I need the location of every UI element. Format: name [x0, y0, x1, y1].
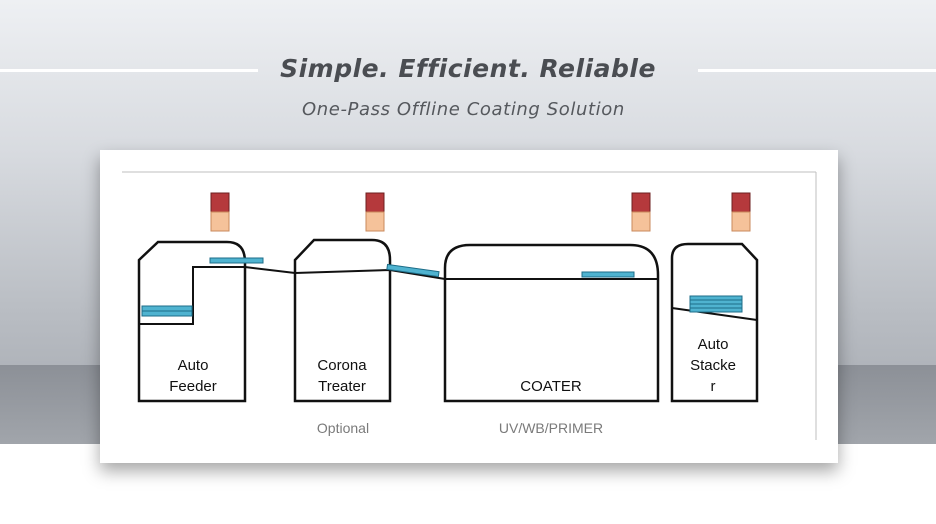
label-coater: COATER: [520, 378, 582, 395]
process-diagram: Auto Feeder Corona Treater COATER Auto S…: [122, 171, 817, 440]
signal-light-feeder: [210, 192, 230, 232]
label-feeder-line2: Feeder: [169, 378, 217, 395]
stacker-sheet-stack: [689, 295, 743, 313]
header-rule-right: [698, 69, 936, 72]
feeder-internal-path: [139, 266, 245, 325]
label-treater-line1: Corona: [317, 357, 367, 374]
headline: Simple. Efficient. Reliable: [280, 54, 656, 83]
sheet-feeder-exit: [209, 257, 264, 264]
caption-coating-types: UV/WB/PRIMER: [499, 420, 603, 436]
label-feeder-line1: Auto: [178, 357, 209, 374]
feeder-sheet-stack: [141, 305, 193, 317]
sheet-treater-exit: [386, 263, 440, 278]
coater-machine: [443, 243, 660, 403]
auto-stacker-machine: [670, 242, 759, 403]
process-diagram-card: Auto Feeder Corona Treater COATER Auto S…: [100, 150, 838, 463]
stacker-ramp: [671, 307, 758, 321]
label-stacker-line1: Auto: [698, 336, 729, 353]
signal-light-coater: [631, 192, 651, 232]
caption-optional: Optional: [317, 420, 369, 436]
signal-light-stacker: [731, 192, 751, 232]
label-stacker-line2: Stacke: [690, 357, 736, 374]
label-stacker-line3: r: [711, 378, 716, 395]
subtitle: One-Pass Offline Coating Solution: [302, 99, 625, 120]
corona-treater-machine: [293, 238, 392, 403]
label-treater-line2: Treater: [318, 378, 366, 395]
sheet-coater: [581, 271, 635, 278]
signal-light-treater: [365, 192, 385, 232]
header-rule-left: [0, 69, 258, 72]
